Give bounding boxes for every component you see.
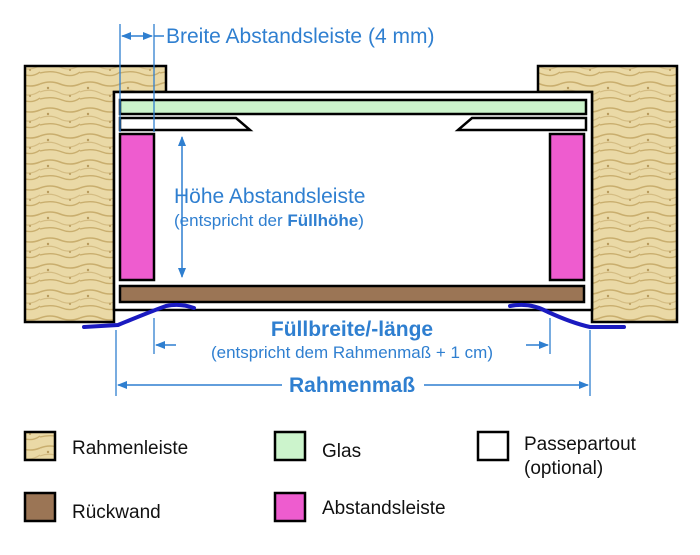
glass-swatch <box>273 430 307 462</box>
backboard-swatch <box>23 491 57 523</box>
spacer-swatch <box>273 491 307 523</box>
spacer-left <box>118 132 156 282</box>
legend-label-rueckwand: Rückwand <box>72 502 161 523</box>
backboard <box>118 284 586 304</box>
fill-size-note: (entspricht dem Rahmenmaß + 1 cm) <box>211 343 493 362</box>
legend-label-rahmenleiste: Rahmenleiste <box>72 438 188 459</box>
spacer-height-label: Höhe Abstandsleiste <box>174 185 365 208</box>
glass-pane <box>118 98 588 116</box>
frame-size-label: Rahmenmaß <box>289 374 415 397</box>
wood-swatch <box>23 430 57 462</box>
legend-label-glas: Glas <box>322 441 361 462</box>
passepartout-left <box>118 116 254 132</box>
spacer-right <box>548 132 586 282</box>
spacer-height-note: (entspricht der Füllhöhe) <box>174 211 364 230</box>
passepartout-right <box>454 116 588 132</box>
passepartout-swatch <box>476 430 510 462</box>
spacer-width-label: Breite Abstandsleiste (4 mm) <box>166 25 434 48</box>
legend-label-passepartout-optional: (optional) <box>524 458 603 479</box>
legend-label-abstandsleiste: Abstandsleiste <box>322 498 446 519</box>
clip-right <box>508 302 626 329</box>
clip-left <box>82 302 196 329</box>
legend-label-passepartout: Passepartout <box>524 434 637 455</box>
legend: Rahmenleiste Glas Passepartout (optional… <box>23 430 637 523</box>
fill-size-label: Füllbreite/-länge <box>271 318 433 341</box>
